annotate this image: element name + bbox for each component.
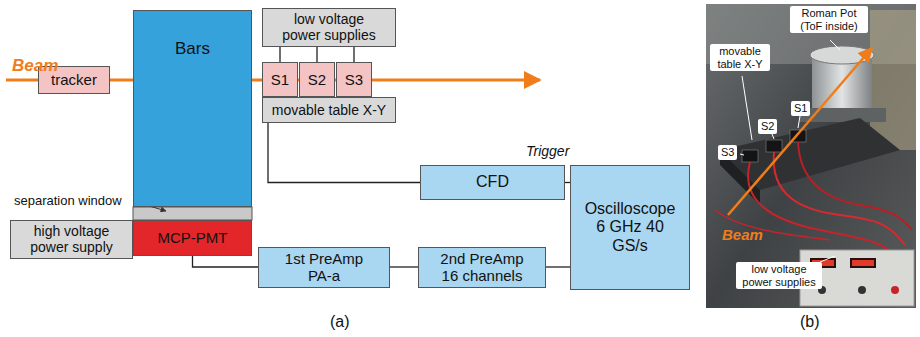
connector-line: [390, 266, 418, 267]
detector-box: S3: [336, 62, 372, 97]
node-text: MCP-PMT: [158, 229, 228, 246]
panel-label: (a): [330, 313, 350, 331]
node-text: movable table X-Y: [272, 102, 386, 118]
node-text: Bars: [175, 39, 210, 59]
detector-box: S2: [299, 62, 335, 97]
power-supply-box: high voltage power supply: [10, 220, 133, 259]
power-supply-box: low voltage power supplies: [262, 8, 396, 47]
beam-label: Beam: [12, 56, 58, 76]
node-text: 2nd PreAmp 16 channels: [436, 250, 528, 285]
callout-label: separation window: [14, 194, 122, 209]
connector-line: [353, 47, 354, 63]
electronics-box: CFD: [420, 165, 565, 200]
detector-box: S1: [262, 62, 298, 97]
photo-label: S2: [758, 119, 777, 134]
electronics-box: 1st PreAmp PA-a: [258, 247, 390, 288]
connector-line: [279, 47, 280, 63]
photo-label: low voltage power supplies: [736, 262, 822, 289]
oscilloscope-box: Oscilloscope 6 GHz 40 GS/s: [570, 165, 690, 290]
node-text: CFD: [476, 173, 509, 191]
beam-label: Beam: [722, 226, 763, 243]
photomultiplier-box: MCP-PMT: [133, 220, 252, 256]
signal-label: Trigger: [526, 143, 569, 159]
node-text: S3: [345, 71, 363, 88]
node-text: Oscilloscope 6 GHz 40 GS/s: [578, 200, 682, 255]
photo-label: S1: [791, 101, 810, 116]
panel-label: (b): [800, 313, 820, 331]
radiator-bars: Bars: [133, 10, 252, 207]
connector-line: [316, 47, 317, 63]
node-text: S1: [271, 71, 289, 88]
node-text: 1st PreAmp PA-a: [278, 250, 370, 285]
node-text: S2: [308, 71, 326, 88]
connector-line: [268, 97, 420, 183]
connector-line: [546, 266, 570, 267]
table-box: movable table X-Y: [262, 97, 396, 123]
photo-label: movable table X-Y: [710, 44, 770, 71]
photo-label: S3: [718, 145, 737, 160]
separation-window: [133, 207, 252, 220]
node-text: high voltage power supply: [22, 223, 122, 255]
photo: [706, 4, 916, 308]
node-text: low voltage power supplies: [275, 11, 383, 43]
electronics-box: 2nd PreAmp 16 channels: [418, 247, 546, 288]
photo-label: Roman Pot (ToF inside): [790, 6, 868, 33]
connector-line: [193, 256, 259, 267]
